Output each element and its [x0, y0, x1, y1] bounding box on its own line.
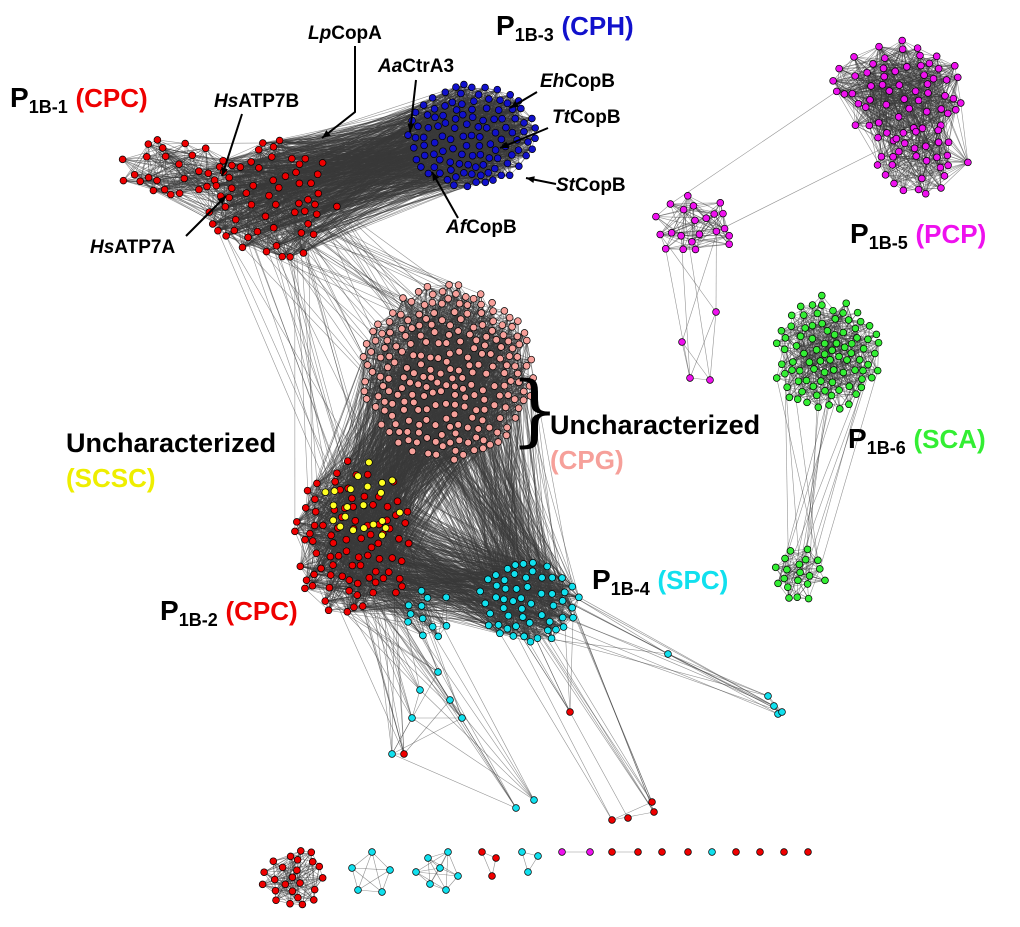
- edge: [901, 40, 930, 64]
- edge: [923, 74, 946, 96]
- edge: [683, 235, 730, 250]
- edge: [691, 205, 694, 242]
- edge: [921, 162, 968, 179]
- edge: [873, 63, 955, 67]
- edge: [713, 213, 730, 236]
- edge: [659, 209, 684, 235]
- edge: [691, 231, 717, 243]
- edge: [691, 235, 730, 243]
- edge: [903, 65, 922, 100]
- edge: [695, 235, 730, 250]
- edge: [422, 618, 447, 627]
- edge: [300, 539, 306, 567]
- edge: [122, 159, 165, 190]
- edge: [670, 203, 682, 236]
- edge: [925, 167, 941, 194]
- edge: [655, 202, 721, 217]
- edge: [948, 142, 969, 163]
- edge: [869, 56, 937, 126]
- edge: [832, 56, 855, 82]
- edge: [936, 157, 968, 163]
- edge: [655, 209, 684, 217]
- edge: [304, 588, 329, 611]
- edge: [836, 46, 880, 92]
- edge: [123, 139, 158, 181]
- edge: [838, 46, 880, 69]
- edge: [853, 46, 880, 58]
- edge: [681, 341, 711, 381]
- edge: [691, 213, 715, 243]
- edge: [655, 216, 707, 219]
- edge: [665, 195, 689, 249]
- edge: [936, 56, 958, 78]
- edge: [722, 213, 730, 236]
- edge: [832, 80, 870, 126]
- edge: [222, 142, 263, 161]
- edge: [683, 243, 730, 250]
- edge: [325, 600, 348, 613]
- edge: [929, 63, 955, 67]
- edge: [878, 46, 925, 76]
- edge: [157, 139, 186, 144]
- edge: [869, 99, 899, 118]
- edge: [832, 40, 903, 82]
- edge: [892, 164, 941, 168]
- edge: [902, 48, 922, 66]
- edge: [709, 311, 717, 381]
- edge: [858, 63, 874, 104]
- edge: [881, 156, 895, 184]
- edge: [844, 46, 880, 95]
- edge: [660, 234, 692, 243]
- edge: [878, 46, 937, 57]
- edge: [936, 56, 946, 96]
- edge: [134, 147, 163, 175]
- edge: [458, 284, 481, 295]
- edge: [122, 147, 163, 160]
- edge: [691, 218, 707, 242]
- edge: [665, 235, 730, 250]
- edge: [687, 195, 700, 235]
- edge: [687, 195, 717, 232]
- edge: [689, 311, 717, 379]
- edge: [716, 202, 721, 232]
- edge: [659, 195, 689, 235]
- edge: [898, 83, 928, 118]
- edge: [838, 68, 845, 95]
- edge: [898, 74, 925, 118]
- edge: [903, 162, 968, 191]
- edge: [940, 162, 969, 189]
- edge: [852, 65, 921, 94]
- edge: [954, 65, 962, 104]
- edge: [927, 56, 938, 85]
- edge: [164, 155, 193, 190]
- edge: [670, 203, 694, 207]
- edge: [659, 205, 694, 235]
- edge: [836, 56, 855, 92]
